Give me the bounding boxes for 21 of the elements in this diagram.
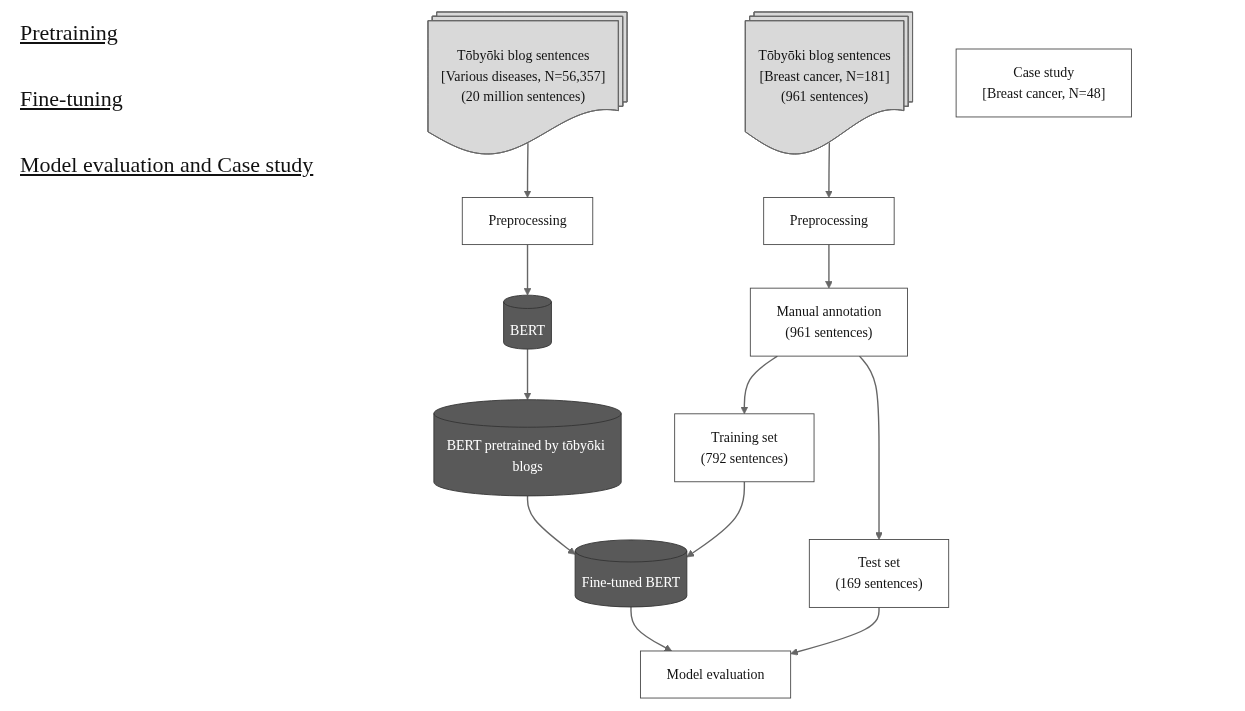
arrow <box>524 142 532 198</box>
arrow <box>524 348 532 401</box>
node-box: Manual annotation (961 sentences) <box>750 287 909 357</box>
arrow <box>527 495 576 555</box>
node-box: Preprocessing <box>763 197 895 246</box>
node-box: Model evaluation <box>640 650 792 699</box>
node-box: Preprocessing <box>462 197 594 246</box>
arrow <box>686 481 746 558</box>
arrow <box>524 243 532 296</box>
node-box: Training set (792 sentences) <box>674 413 815 483</box>
arrow <box>859 355 884 540</box>
section-heading: Pretraining <box>20 20 119 46</box>
section-heading: Fine-tuning <box>20 86 124 112</box>
arrow <box>825 243 834 289</box>
node-box: Case study [Breast cancer, N=48] <box>956 48 1133 118</box>
section-heading: Model evaluation and Case study <box>20 152 315 178</box>
arrow <box>825 141 834 198</box>
arrow <box>790 606 880 656</box>
arrow <box>740 355 779 415</box>
arrow <box>630 606 673 652</box>
node-box: Test set (169 sentences) <box>809 539 950 608</box>
